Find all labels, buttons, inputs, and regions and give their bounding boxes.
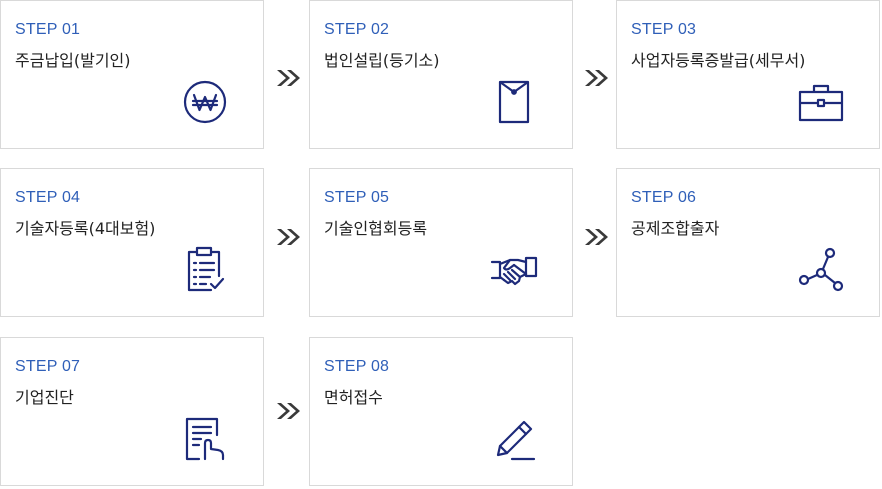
step-number: STEP 06	[631, 189, 697, 206]
step-card-07: STEP 07 기업진단	[0, 337, 264, 486]
next-step-arrow	[275, 227, 303, 247]
next-step-arrow	[583, 227, 611, 247]
envelope-icon	[490, 78, 538, 126]
step-number: STEP 08	[324, 358, 390, 375]
step-number: STEP 05	[324, 189, 390, 206]
step-card-02: STEP 02 법인설립(등기소)	[309, 0, 573, 149]
briefcase-icon	[797, 78, 845, 126]
clipboard-checklist-icon	[181, 246, 229, 294]
step-title: 기술자등록(4대보험)	[15, 219, 156, 238]
step-card-01: STEP 01 주금납입(발기인)	[0, 0, 264, 149]
step-title: 면허접수	[324, 388, 383, 407]
network-nodes-icon	[797, 246, 845, 294]
step-title: 사업자등록증발급(세무서)	[631, 51, 806, 70]
step-number: STEP 03	[631, 21, 697, 38]
next-step-arrow	[275, 68, 303, 88]
step-card-04: STEP 04 기술자등록(4대보험)	[0, 168, 264, 317]
step-title: 법인설립(등기소)	[324, 51, 440, 70]
step-title: 기업진단	[15, 388, 74, 407]
step-title: 공제조합출자	[631, 219, 720, 238]
step-card-08: STEP 08 면허접수	[309, 337, 573, 486]
step-number: STEP 04	[15, 189, 81, 206]
step-number: STEP 07	[15, 358, 81, 375]
step-card-03: STEP 03 사업자등록증발급(세무서)	[616, 0, 880, 149]
step-title: 주금납입(발기인)	[15, 51, 131, 70]
step-title: 기술인협회등록	[324, 219, 428, 238]
next-step-arrow	[583, 68, 611, 88]
won-coin-icon	[181, 78, 229, 126]
document-touch-icon	[181, 415, 229, 463]
handshake-icon	[490, 246, 538, 294]
step-card-06: STEP 06 공제조합출자	[616, 168, 880, 317]
step-card-05: STEP 05 기술인협회등록	[309, 168, 573, 317]
step-number: STEP 02	[324, 21, 390, 38]
step-number: STEP 01	[15, 21, 81, 38]
pencil-icon	[490, 415, 538, 463]
next-step-arrow	[275, 401, 303, 421]
